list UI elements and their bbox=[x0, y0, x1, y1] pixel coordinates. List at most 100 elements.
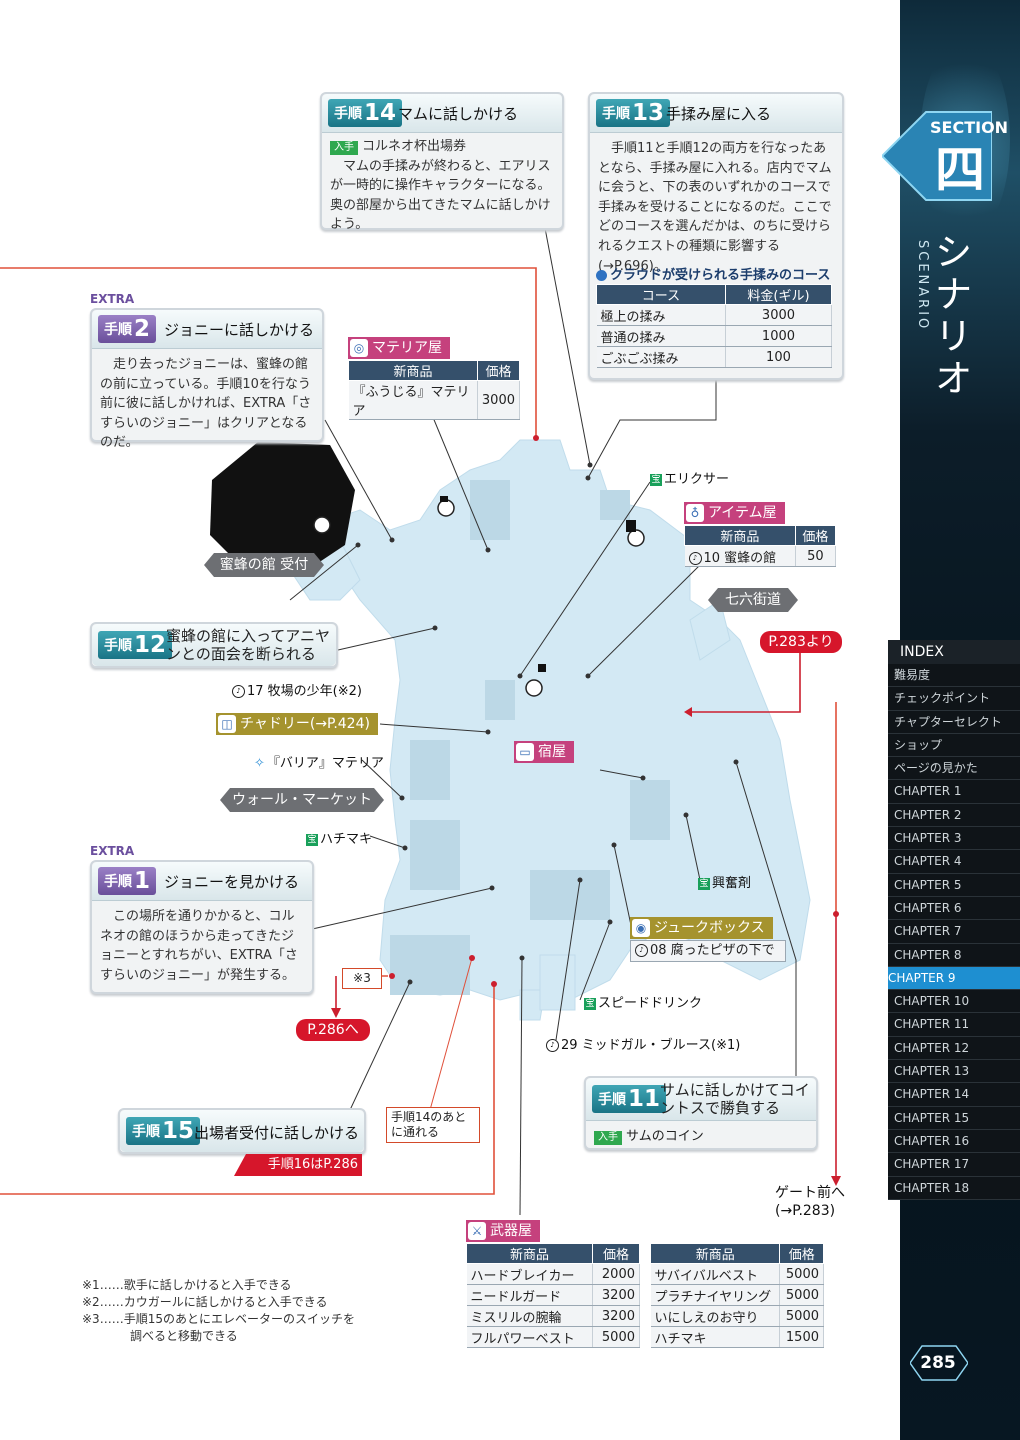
wall-market-banner: ウォール・マーケット bbox=[220, 788, 384, 812]
jukebox-title: ◉ジュークボックス bbox=[630, 917, 773, 939]
index-item[interactable]: CHAPTER 5 bbox=[888, 873, 1020, 897]
bed-icon: ▭ bbox=[516, 743, 534, 761]
step-15-title: 出場者受付に話しかける bbox=[194, 1124, 360, 1142]
speed-drink-label: 宝スピードドリンク bbox=[584, 996, 703, 1011]
nanaroku-banner: 七六街道 bbox=[708, 588, 798, 612]
course-bullet-icon bbox=[596, 270, 607, 281]
scenario-title: シナリオ bbox=[928, 232, 972, 400]
index-item[interactable]: CHAPTER 16 bbox=[888, 1129, 1020, 1154]
index-item[interactable]: CHAPTER 8 bbox=[888, 943, 1020, 967]
index-item[interactable]: CHAPTER 11 bbox=[888, 1013, 1020, 1037]
index-item[interactable]: チャプターセレクト bbox=[888, 710, 1020, 734]
note-3-box: ※3 bbox=[342, 968, 382, 989]
step-14-body: マムの手揉みが終わると、エアリスが一時的に操作キャラクターになる。奥の部屋から出… bbox=[330, 158, 551, 233]
item-bag-icon: ♁ bbox=[686, 504, 704, 522]
weapon-shop-title: ⚔武器屋 bbox=[466, 1220, 540, 1242]
index-item[interactable]: 難易度 bbox=[888, 664, 1020, 688]
index-item[interactable]: CHAPTER 17 bbox=[888, 1153, 1020, 1177]
index-item[interactable]: CHAPTER 9 bbox=[888, 966, 1020, 991]
course-title: クラウドが受けられる手揉みのコース bbox=[610, 268, 831, 283]
section-label: SECTION bbox=[930, 118, 1009, 137]
index-item[interactable]: CHAPTER 18 bbox=[888, 1176, 1020, 1200]
section-number: 四 bbox=[935, 141, 985, 199]
from-p283-badge: P.283より bbox=[760, 631, 842, 653]
index-item[interactable]: ショップ bbox=[888, 733, 1020, 758]
elixir-label: 宝エリクサー bbox=[650, 472, 730, 487]
index-item[interactable]: CHAPTER 2 bbox=[888, 803, 1020, 828]
step-14-get-item: コルネオ杯出場券 bbox=[362, 139, 467, 154]
index-item[interactable]: CHAPTER 10 bbox=[888, 990, 1020, 1014]
materia-sparkle-icon: ✧ bbox=[254, 756, 265, 771]
treasure-icon: 宝 bbox=[584, 997, 596, 1010]
chadley-title: ◫チャドリー(→P.424) bbox=[216, 713, 378, 735]
index-item[interactable]: CHAPTER 13 bbox=[888, 1060, 1020, 1084]
step-13-title: 手揉み屋に入る bbox=[666, 105, 772, 123]
index-item[interactable]: ページの見かた bbox=[888, 757, 1020, 781]
extra-step-2-body: 走り去ったジョニーは、蜜蜂の館の前に立っている。手順10を行なう前に彼に話しかけ… bbox=[100, 357, 312, 451]
jukebox-record: ♪08 腐ったピザの下で bbox=[630, 940, 786, 962]
inn-title: ▭宿屋 bbox=[514, 741, 574, 763]
extra-step-2-title: ジョニーに話しかける bbox=[164, 321, 315, 339]
index-item[interactable]: CHAPTER 12 bbox=[888, 1036, 1020, 1061]
index-item[interactable]: CHAPTER 7 bbox=[888, 920, 1020, 944]
step-11-title: サムに話しかけてコイントスで勝負する bbox=[660, 1081, 810, 1117]
page-number: 285 bbox=[920, 1353, 956, 1373]
record-icon: ♪ bbox=[546, 1039, 559, 1052]
step-11-get-item: サムのコイン bbox=[626, 1129, 704, 1144]
step-16-next-link[interactable]: 手順16はP.286 bbox=[234, 1154, 362, 1176]
materia-shop-title: ◎マテリア屋 bbox=[348, 337, 450, 359]
record-29-label: ♪29 ミッドガル・ブルース(※1) bbox=[546, 1034, 740, 1053]
extra-label: EXTRA bbox=[90, 292, 135, 306]
index-item[interactable]: チェックポイント bbox=[888, 687, 1020, 711]
section-tab-shape bbox=[882, 111, 992, 201]
hive-reception-banner: 蜜蜂の館 受付 bbox=[204, 553, 324, 577]
record-icon: ♪ bbox=[688, 551, 702, 565]
kofunzai-label: 宝興奮剤 bbox=[698, 876, 752, 891]
index-item[interactable]: CHAPTER 14 bbox=[888, 1083, 1020, 1107]
index-item[interactable]: CHAPTER 3 bbox=[888, 827, 1020, 851]
extra-step-1-body: この場所を通りかかると、コルネオの館のほうから走ってきたジョニーとすれちがい、E… bbox=[100, 909, 298, 983]
index-title: INDEX bbox=[888, 640, 1020, 664]
chadley-icon: ◫ bbox=[218, 715, 236, 733]
to-p286-badge: P.286へ bbox=[296, 1019, 370, 1041]
index-item[interactable]: CHAPTER 6 bbox=[888, 896, 1020, 921]
record-icon: ♪ bbox=[635, 944, 648, 957]
index-item[interactable]: CHAPTER 1 bbox=[888, 780, 1020, 804]
index-item[interactable]: CHAPTER 15 bbox=[888, 1106, 1020, 1130]
extra-step-1-title: ジョニーを見かける bbox=[164, 873, 300, 891]
record-17-label: ♪17 牧場の少年(※2) bbox=[232, 680, 362, 699]
barrier-materia-label: ✧『バリア』マテリア bbox=[254, 756, 384, 771]
page-number-frame bbox=[910, 1345, 968, 1381]
extra-label: EXTRA bbox=[90, 844, 135, 858]
treasure-icon: 宝 bbox=[650, 473, 662, 486]
footnotes: ※1……歌手に話しかけると入手できる ※2……カウガールに話しかけると入手できる… bbox=[82, 1278, 355, 1343]
treasure-icon: 宝 bbox=[306, 833, 318, 846]
jukebox-icon: ◉ bbox=[632, 919, 650, 937]
index-item[interactable]: CHAPTER 4 bbox=[888, 850, 1020, 874]
sword-icon: ⚔ bbox=[468, 1222, 486, 1240]
step-12-title: 蜜蜂の館に入ってアニヤンとの面会を断られる bbox=[166, 627, 330, 663]
